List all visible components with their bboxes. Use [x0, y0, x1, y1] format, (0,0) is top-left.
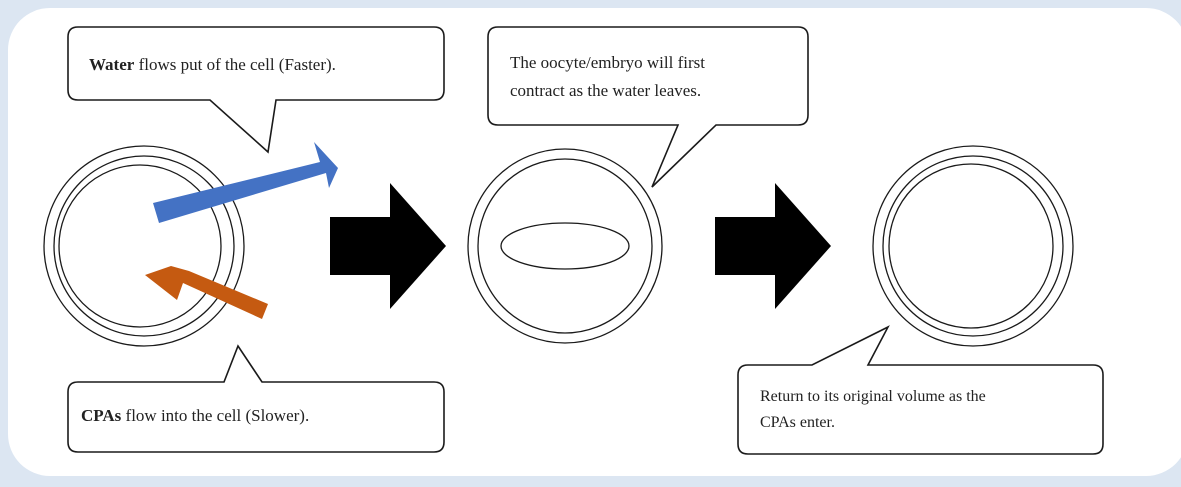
water-callout-bubble: [67, 26, 445, 154]
step-arrow-icon: [715, 183, 831, 309]
cpa-inflow-arrow-icon: [145, 266, 268, 319]
zona-pellucida-outer: [43, 145, 245, 347]
zona-pellucida-inner: [882, 155, 1064, 337]
cpa-callout-bold: CPAs: [81, 406, 122, 425]
zona-pellucida-inner: [477, 158, 653, 334]
cell-membrane: [58, 164, 222, 328]
contract-callout-line2: contract as the water leaves.: [510, 81, 701, 100]
water-callout-text: Water flows put of the cell (Faster).: [89, 55, 336, 74]
diagram-panel: [8, 8, 1181, 476]
cell-stage-2: [467, 148, 663, 344]
cpa-callout-bubble: [67, 344, 445, 453]
cell-membrane: [888, 163, 1054, 329]
cell-stage-3: [872, 145, 1074, 347]
cpa-callout-text: CPAs flow into the cell (Slower).: [81, 406, 309, 425]
return-callout-line2: CPAs enter.: [760, 414, 835, 431]
zona-pellucida-inner: [53, 155, 235, 337]
zona-pellucida-outer: [467, 148, 663, 344]
cpa-callout-rest: flow into the cell (Slower).: [121, 406, 309, 425]
water-callout-bold: Water: [89, 55, 135, 74]
return-callout-bubble: [737, 325, 1104, 455]
step-arrow-icon: [330, 183, 446, 309]
cell-stage-1: [43, 145, 245, 347]
contracted-cell: [500, 222, 630, 270]
return-callout-line1: Return to its original volume as the: [760, 388, 986, 405]
water-callout-rest: flows put of the cell (Faster).: [134, 55, 336, 74]
contract-callout-line1: The oocyte/embryo will first: [510, 53, 705, 72]
water-outflow-arrow-icon: [153, 142, 338, 223]
zona-pellucida-outer: [872, 145, 1074, 347]
contract-callout-bubble: [487, 26, 809, 188]
